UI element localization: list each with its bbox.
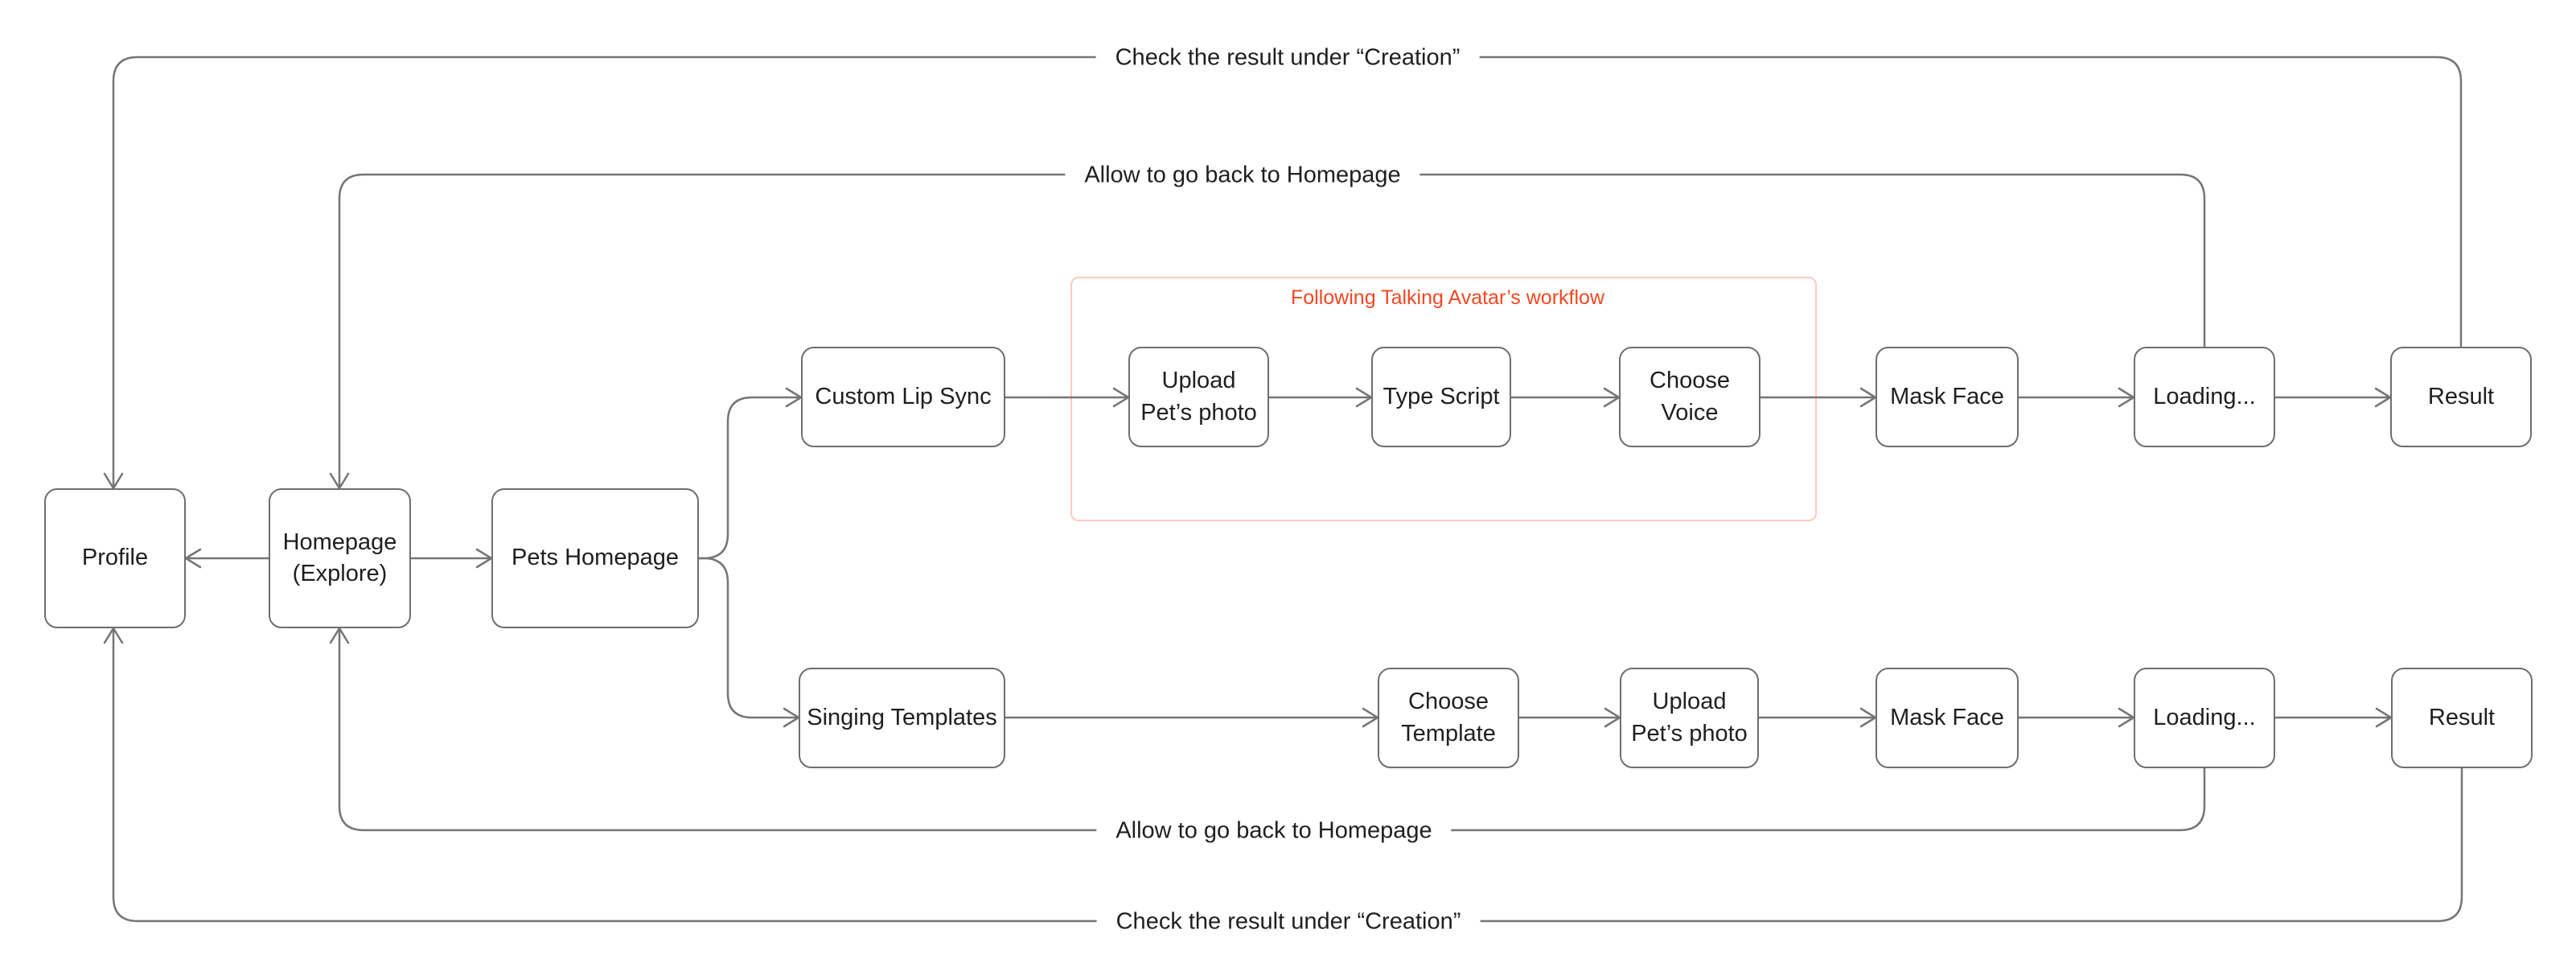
- edge-choosevoice-to-maskface: [1760, 387, 1877, 408]
- loop-check-result-bottom: [103, 627, 2463, 923]
- node-loading-top[interactable]: Loading...: [2134, 347, 2275, 447]
- node-type-script[interactable]: Type Script: [1371, 347, 1511, 447]
- talking-avatar-group-frame[interactable]: [1070, 277, 1817, 521]
- node-mask-face-top[interactable]: Mask Face: [1876, 347, 2019, 447]
- edge-pets-to-custom-lip-sync: [699, 387, 803, 560]
- node-result-bottom[interactable]: Result: [2391, 668, 2533, 768]
- edge-homepage-to-profile: [184, 548, 269, 569]
- edge-label-check-result-bottom: Check the result under “Creation”: [1096, 905, 1481, 939]
- edge-label-allow-back-top: Allow to go back to Homepage: [1065, 158, 1420, 192]
- edge-upload-to-maskface-bottom: [1759, 707, 1877, 728]
- node-profile[interactable]: Profile: [44, 488, 186, 628]
- edge-typescript-to-choosevoice: [1511, 387, 1621, 408]
- node-result-top[interactable]: Result: [2390, 347, 2532, 447]
- edge-singing-to-choosetemplate: [1005, 707, 1379, 728]
- node-loading-bottom[interactable]: Loading...: [2134, 668, 2275, 768]
- loop-check-result-top: [103, 56, 2463, 490]
- edge-upload-to-typescript: [1269, 387, 1373, 408]
- node-pets-homepage[interactable]: Pets Homepage: [491, 488, 699, 628]
- edge-loading-to-result-top: [2275, 387, 2392, 408]
- node-custom-lip-sync[interactable]: Custom Lip Sync: [801, 347, 1005, 447]
- edge-choosetemplate-to-upload: [1519, 707, 1621, 728]
- edge-label-allow-back-bottom: Allow to go back to Homepage: [1096, 814, 1452, 848]
- edge-pets-to-singing-templates: [699, 557, 800, 728]
- edge-label-check-result-top: Check the result under “Creation”: [1095, 41, 1480, 75]
- node-choose-voice[interactable]: Choose Voice: [1619, 347, 1760, 447]
- edge-maskface-to-loading-bottom: [2019, 707, 2135, 728]
- node-singing-templates[interactable]: Singing Templates: [799, 668, 1005, 768]
- edge-custom-to-upload: [1005, 387, 1130, 408]
- edge-homepage-to-pets: [411, 548, 493, 569]
- edge-loading-to-result-bottom: [2275, 707, 2393, 728]
- node-upload-pets-photo-top[interactable]: Upload Pet’s photo: [1128, 347, 1269, 447]
- edge-maskface-to-loading-top: [2019, 387, 2135, 408]
- talking-avatar-group-label: Following Talking Avatar’s workflow: [1290, 286, 1605, 309]
- node-choose-template[interactable]: Choose Template: [1378, 668, 1519, 768]
- node-upload-pets-photo-bottom[interactable]: Upload Pet’s photo: [1620, 668, 1759, 768]
- node-mask-face-bottom[interactable]: Mask Face: [1876, 668, 2019, 768]
- node-homepage-explore[interactable]: Homepage (Explore): [269, 488, 411, 628]
